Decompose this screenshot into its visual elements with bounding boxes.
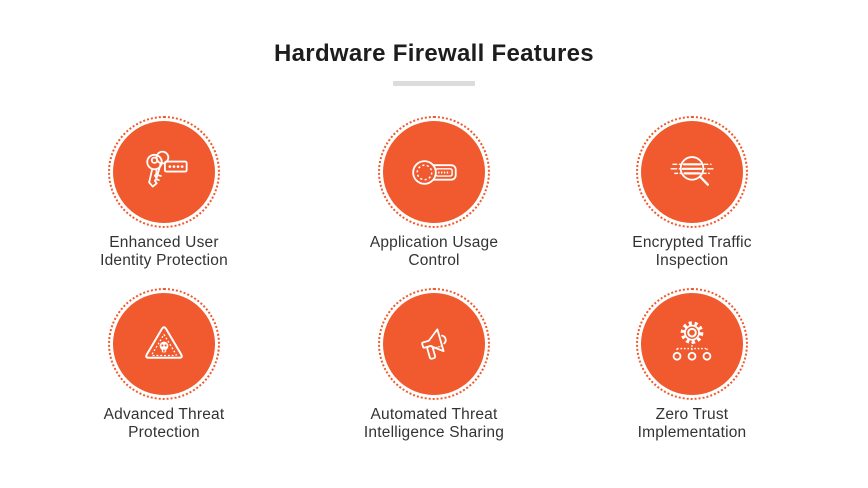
feature-circle xyxy=(113,293,215,395)
access-key-icon xyxy=(405,143,463,201)
keys-password-icon xyxy=(135,143,193,201)
feature-circle xyxy=(641,293,743,395)
feature-label-line1: Application Usage xyxy=(369,234,499,251)
skull-warning-icon xyxy=(135,315,193,373)
feature-label-line1: Enhanced User xyxy=(109,234,219,251)
gear-network-icon xyxy=(663,315,721,373)
magnifier-traffic-icon xyxy=(663,143,721,201)
page-title: Hardware Firewall Features xyxy=(274,40,594,67)
dotted-ring xyxy=(378,116,490,228)
feature-label-line2: Control xyxy=(408,251,460,269)
feature-circle xyxy=(383,293,485,395)
feature-label-line2: Inspection xyxy=(655,251,729,269)
feature-label-line1: Automated Threat xyxy=(370,406,498,423)
feature-circle xyxy=(383,121,485,223)
title-underline xyxy=(393,81,475,87)
header: Hardware Firewall Features xyxy=(0,0,868,87)
feature-circle xyxy=(641,121,743,223)
feature-label-line1: Advanced Threat xyxy=(103,406,225,423)
dotted-ring xyxy=(108,116,220,228)
dotted-ring xyxy=(636,116,748,228)
feature-label-line2: Intelligence Sharing xyxy=(363,423,505,441)
dotted-ring xyxy=(108,288,220,400)
feature-label-line2: Identity Protection xyxy=(100,251,228,269)
feature-label-line1: Encrypted Traffic xyxy=(632,234,752,251)
feature-label-line2: Protection xyxy=(128,423,200,441)
feature-circle xyxy=(113,121,215,223)
feature-label-line2: Implementation xyxy=(637,423,747,441)
dotted-ring xyxy=(378,288,490,400)
dotted-ring xyxy=(636,288,748,400)
feature-label-line1: Zero Trust xyxy=(655,406,729,423)
megaphone-icon xyxy=(405,315,463,373)
